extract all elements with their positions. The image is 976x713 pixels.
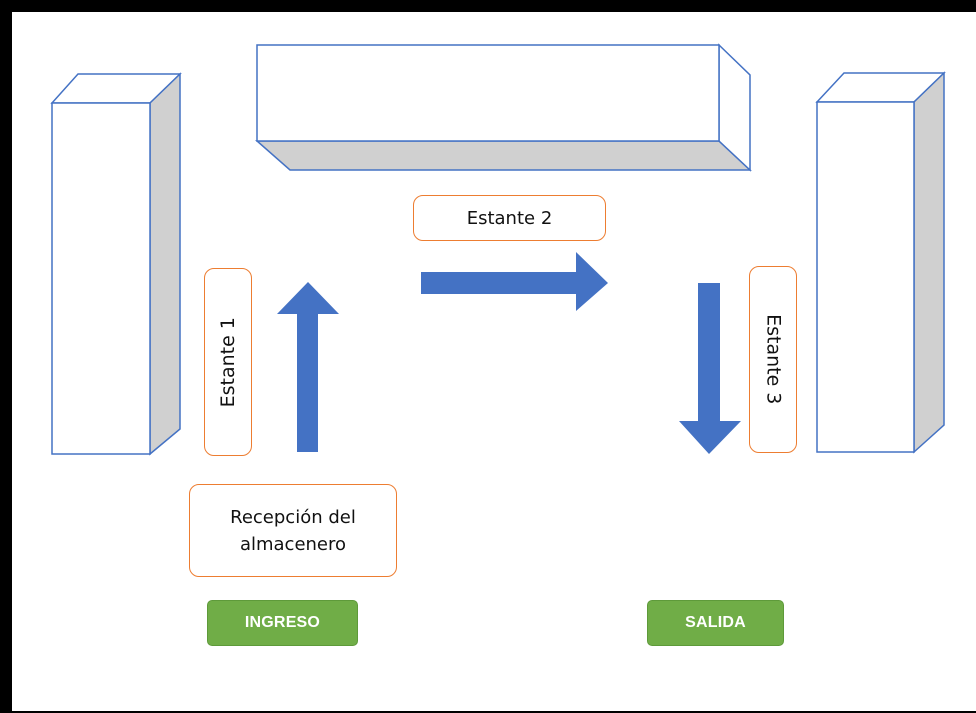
shelf-right-side [913, 71, 945, 454]
shelves-and-arrows [50, 43, 946, 456]
estante-3-text: Estante 3 [762, 314, 785, 405]
shelf-left-front [51, 102, 151, 455]
ingreso-text: INGRESO [244, 614, 321, 631]
reception-label: Recepción del almacenero [189, 484, 397, 577]
diagram-canvas: Estante 2 Estante 1 Estante 3 Recepción … [12, 12, 976, 711]
shelf-top [255, 43, 752, 172]
shelf-right-front [816, 101, 915, 453]
ingreso-button[interactable]: INGRESO [207, 600, 358, 646]
arrow-down [679, 283, 741, 454]
estante-1-text: Estante 1 [216, 316, 239, 408]
salida-text: SALIDA [685, 614, 746, 631]
shelf-left [50, 72, 182, 456]
salida-button[interactable]: SALIDA [647, 600, 784, 646]
estante-2-label: Estante 2 [413, 195, 606, 241]
arrow-right [421, 252, 608, 311]
shelf-top-front [256, 44, 720, 142]
estante-2-text: Estante 2 [466, 207, 553, 229]
shelf-top-bottom [255, 140, 752, 171]
estante-1-label: Estante 1 [204, 268, 252, 456]
estante-3-label: Estante 3 [749, 266, 797, 453]
reception-text: Recepción del almacenero [230, 506, 356, 555]
arrow-up [277, 282, 339, 452]
shelf-left-side [149, 72, 181, 456]
shelf-right [815, 71, 946, 454]
